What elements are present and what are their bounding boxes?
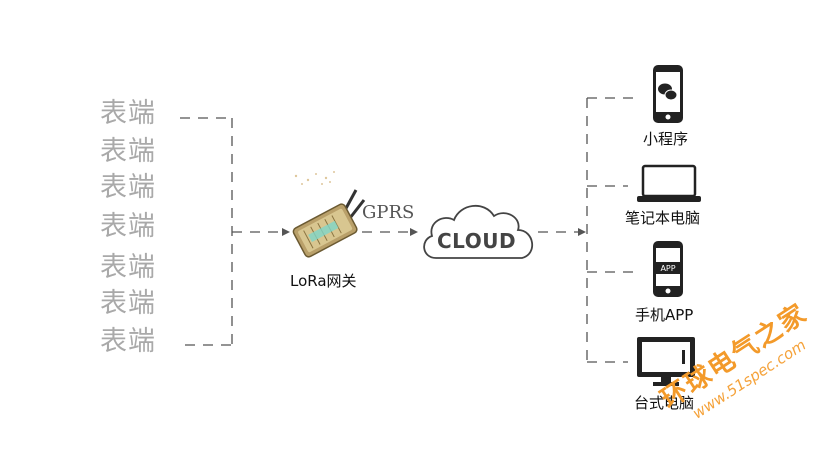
phone-app-icon: APP xyxy=(653,241,683,297)
meter-node: 表端 xyxy=(100,98,156,129)
phone-wechat-icon xyxy=(653,65,683,123)
meter-node: 表端 xyxy=(100,136,156,167)
cloud-icon xyxy=(423,205,533,259)
meter-node: 表端 xyxy=(100,172,156,203)
meter-node: 表端 xyxy=(100,326,156,357)
desktop-monitor-icon xyxy=(637,337,695,386)
meter-node: 表端 xyxy=(100,288,156,319)
meter-node: 表端 xyxy=(100,211,156,242)
node-label-mini-program: 小程序 xyxy=(643,130,689,148)
node-label-mobile-app: 手机APP xyxy=(635,306,694,324)
lora-gateway-icon xyxy=(292,171,366,258)
gprs-link-label: GPRS xyxy=(362,202,415,223)
cloud-label: CLOUD xyxy=(437,229,517,253)
app-screen-text: APP xyxy=(660,264,675,273)
node-label-laptop: 笔记本电脑 xyxy=(625,209,701,227)
laptop-icon xyxy=(637,164,701,202)
node-label-desktop: 台式电脑 xyxy=(634,394,695,412)
gateway-label: LoRa网关 xyxy=(290,272,357,290)
meter-node: 表端 xyxy=(100,252,156,283)
